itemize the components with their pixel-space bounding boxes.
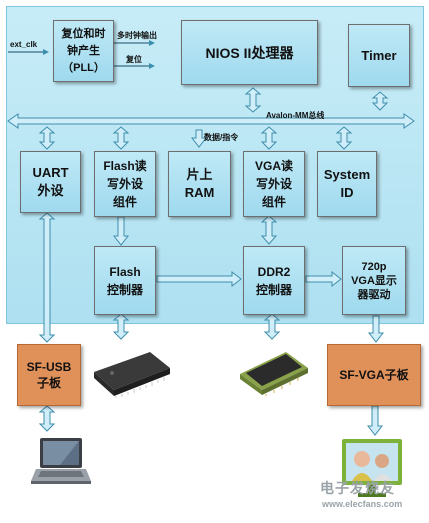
- avalon-bus-arrow: [7, 113, 415, 129]
- bus-label: Avalon-MM总线: [266, 111, 325, 120]
- vga-rw-block: VGA读 写外设 组件: [243, 151, 305, 217]
- monitor-icon: [342, 439, 402, 497]
- reset-label: 复位: [126, 55, 142, 64]
- bus-vgarw-arrow: [260, 126, 278, 150]
- laptop-icon: [31, 438, 91, 484]
- ddr2-vgadrv-arrow: [305, 270, 342, 288]
- sf-vga-board: SF-VGA子板: [327, 344, 421, 406]
- ddr2-chip-arrow: [263, 313, 281, 340]
- bus-sysid-arrow: [335, 126, 353, 150]
- data-cmd-label: 数据/指令: [204, 133, 239, 142]
- bus-ram-arrow: [190, 129, 208, 148]
- watermark-text: 电子发烧友: [320, 480, 395, 496]
- timer-bus-arrow: [371, 91, 389, 111]
- bus-flashrw-arrow: [112, 126, 130, 150]
- ddr2-chip-icon: [240, 352, 308, 396]
- ext-clk-label: ext_clk: [10, 40, 38, 49]
- ddr2-ctrl-block: DDR2 控制器: [243, 246, 305, 315]
- uart-block: UART 外设: [20, 151, 81, 213]
- flashctrl-chip-arrow: [112, 313, 130, 340]
- sf-usb-board: SF-USB 子板: [17, 344, 81, 406]
- sfusb-laptop-arrow: [38, 405, 56, 432]
- flash-rw-block: Flash读 写外设 组件: [94, 151, 156, 217]
- sysid-block: System ID: [317, 151, 377, 217]
- watermark-url: www.elecfans.com: [322, 499, 403, 509]
- flashctrl-ddr2-arrow: [156, 270, 242, 288]
- sfvga-monitor-arrow: [366, 405, 384, 436]
- flash-chip-icon: [94, 352, 170, 398]
- vgadrv-sfvga-arrow: [367, 315, 385, 343]
- ram-block: 片上 RAM: [168, 151, 231, 217]
- timer-block: Timer: [348, 24, 410, 87]
- vgarw-ddr2-arrow: [260, 215, 278, 245]
- uart-sfusb-arrow: [38, 212, 56, 343]
- nios-block: NIOS II处理器: [181, 20, 318, 85]
- nios-bus-arrow: [244, 87, 262, 113]
- bus-uart-arrow: [38, 126, 56, 150]
- vga-driver-block: 720p VGA显示 器驱动: [342, 246, 406, 315]
- multi-clock-label: 多时钟输出: [117, 31, 157, 40]
- flash-ctrl-block: Flash 控制器: [94, 246, 156, 315]
- flashrw-flashctrl-arrow: [112, 216, 130, 246]
- pll-block: 复位和时 钟产生 （PLL）: [53, 20, 114, 82]
